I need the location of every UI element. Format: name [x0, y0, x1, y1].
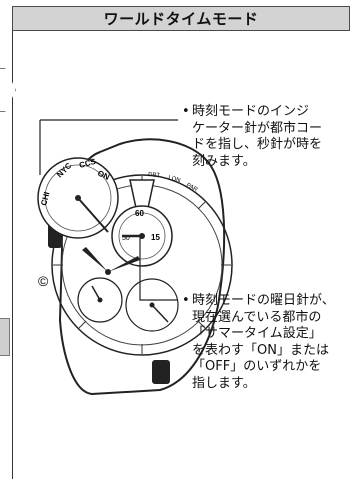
bullet-1: • — [182, 104, 190, 119]
section-header: ワールドタイムモード — [12, 6, 350, 31]
subdial-label-ccs: CCS — [78, 157, 97, 170]
lower-lug — [152, 360, 170, 384]
crown-mark: © — [38, 273, 49, 289]
subdial-label-chi: CHI — [39, 191, 51, 207]
left-subdial-hand — [77, 197, 109, 233]
right-dial-60: 60 — [135, 209, 144, 218]
hour-hand — [82, 247, 108, 272]
section-title: ワールドタイムモード — [103, 10, 259, 28]
side-tab[interactable] — [0, 318, 10, 356]
bullet-2: • — [182, 293, 190, 308]
bezel-label-lon: LON — [167, 175, 180, 184]
bezel-label-par: PAR — [185, 182, 199, 193]
leader-line-2 — [139, 236, 178, 301]
minute-hand — [108, 256, 140, 272]
right-dial-15: 15 — [151, 233, 160, 242]
right-dial-50: 50 — [122, 235, 130, 242]
annotation-indicator-hand: 時刻モードのインジ ケーター針が都市コー ドを指し、秒針が時を 刻みます。 — [192, 104, 323, 169]
bezel-label-dbt: DBT — [148, 172, 161, 179]
left-rule — [12, 31, 13, 479]
annotation-day-hand: 時刻モードの曜日針が、 現在選んでいる都市の 「サマータイム設定」 を表わす「O… — [192, 293, 335, 391]
bezel — [51, 174, 233, 356]
